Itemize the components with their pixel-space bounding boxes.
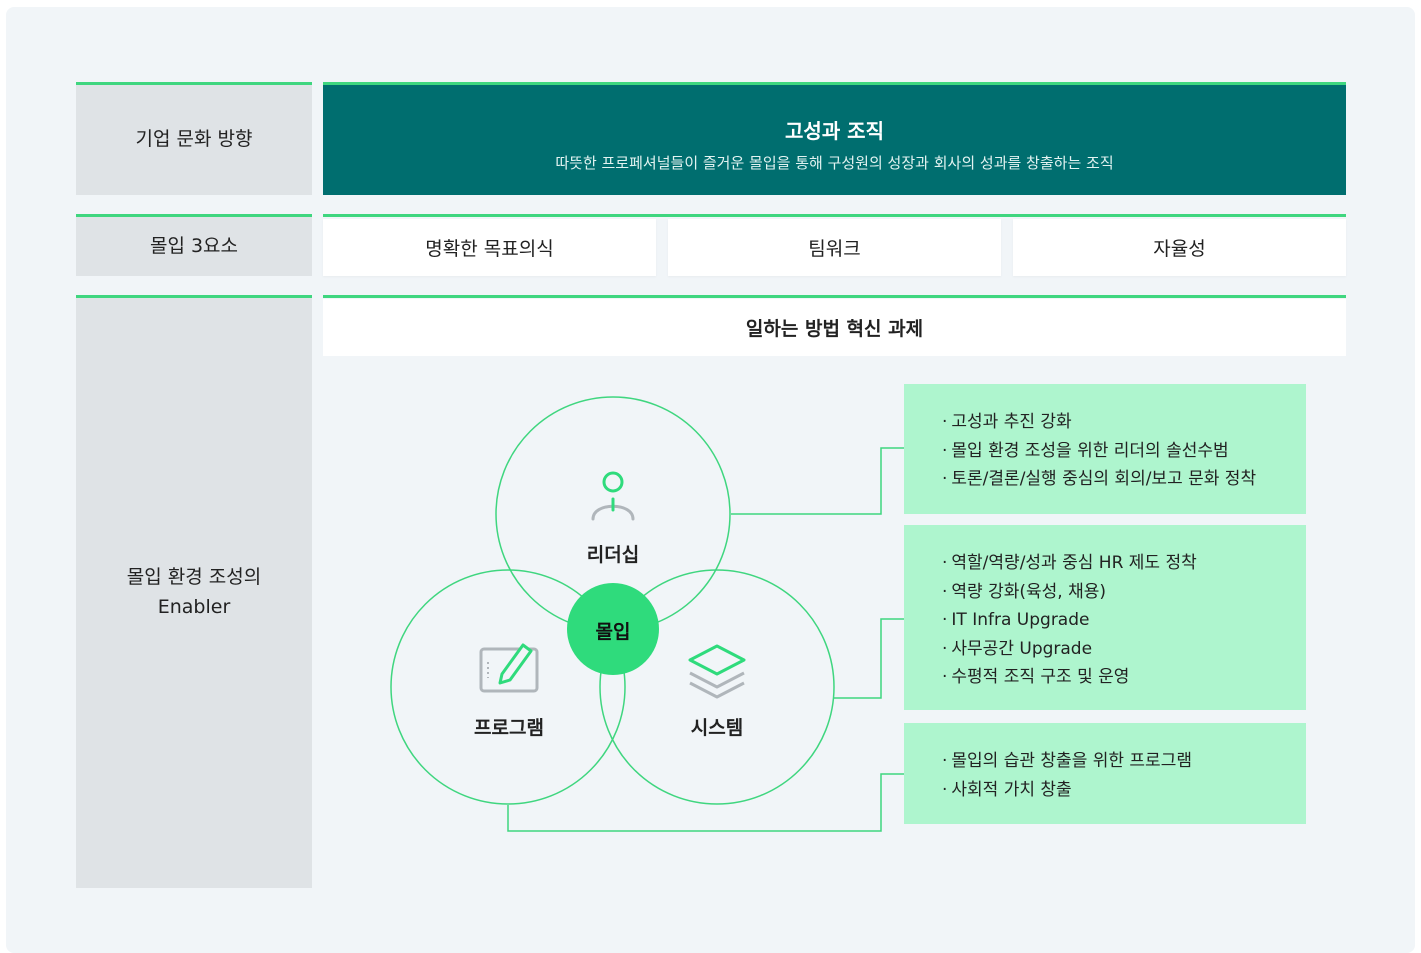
detail-item: 사회적 가치 창출 [942, 776, 1306, 805]
connector-leadership [731, 447, 904, 515]
row-label-enabler: 몰입 환경 조성의 Enabler [76, 295, 312, 888]
element-label: 팀워크 [808, 238, 861, 260]
element-label: 명확한 목표의식 [425, 238, 554, 260]
detail-item: 고성과 추진 강화 [942, 408, 1306, 437]
detail-item: 역량 강화(육성, 채용) [942, 578, 1306, 607]
enabler-label-line2: Enabler [157, 596, 231, 618]
high-performance-org-box: 고성과 조직 따뜻한 프로페셔널들이 즐거운 몰입을 통해 구성원의 성장과 회… [323, 82, 1346, 195]
circle-program [390, 569, 626, 805]
detail-item: 사무공간 Upgrade [942, 635, 1306, 664]
row-label-culture-direction: 기업 문화 방향 [76, 82, 312, 195]
element-teamwork: 팀워크 [668, 219, 1001, 276]
enabler-label-line1: 몰입 환경 조성의 [126, 566, 262, 588]
innovation-task-title: 일하는 방법 혁신 과제 [745, 318, 924, 340]
header-title: 고성과 조직 [785, 119, 884, 143]
center-circle [567, 583, 659, 675]
divider-line [323, 214, 1346, 217]
three-elements-label: 몰입 3요소 [149, 234, 239, 257]
row-label-three-elements: 몰입 3요소 [76, 214, 312, 276]
detail-item: 역할/역량/성과 중심 HR 제도 정착 [942, 549, 1306, 578]
element-autonomy: 자율성 [1013, 219, 1346, 276]
tablet-pen-icon [479, 643, 539, 693]
element-label: 자율성 [1153, 238, 1206, 260]
detail-item: IT Infra Upgrade [942, 606, 1306, 635]
circle-label-leadership: 리더십 [586, 544, 640, 566]
detail-item: 토론/결론/실행 중심의 회의/보고 문화 정착 [942, 465, 1306, 494]
culture-direction-label: 기업 문화 방향 [135, 128, 253, 150]
detail-item: 몰입의 습관 창출을 위한 프로그램 [942, 747, 1306, 776]
circle-system [599, 569, 835, 805]
detail-item: 몰입 환경 조성을 위한 리더의 솔선수범 [942, 437, 1306, 466]
detail-box-system: 역할/역량/성과 중심 HR 제도 정착 역량 강화(육성, 채용) IT In… [904, 525, 1306, 710]
connector-system [834, 618, 904, 699]
detail-item: 수평적 조직 구조 및 운영 [942, 663, 1306, 692]
circle-label-system: 시스템 [690, 717, 744, 739]
header-subtitle: 따뜻한 프로페셔널들이 즐거운 몰입을 통해 구성원의 성장과 회사의 성과를 … [555, 154, 1114, 172]
innovation-task-box: 일하는 방법 혁신 과제 [323, 299, 1346, 356]
circle-label-program: 프로그램 [474, 717, 544, 739]
element-goal-awareness: 명확한 목표의식 [323, 219, 656, 276]
person-icon [591, 471, 635, 521]
detail-box-leadership: 고성과 추진 강화 몰입 환경 조성을 위한 리더의 솔선수범 토론/결론/실행… [904, 384, 1306, 514]
center-label-immersion: 몰입 [595, 621, 631, 643]
divider-line [323, 295, 1346, 298]
detail-box-program: 몰입의 습관 창출을 위한 프로그램 사회적 가치 창출 [904, 723, 1306, 824]
connector-program [507, 773, 904, 832]
layers-icon [688, 644, 746, 699]
